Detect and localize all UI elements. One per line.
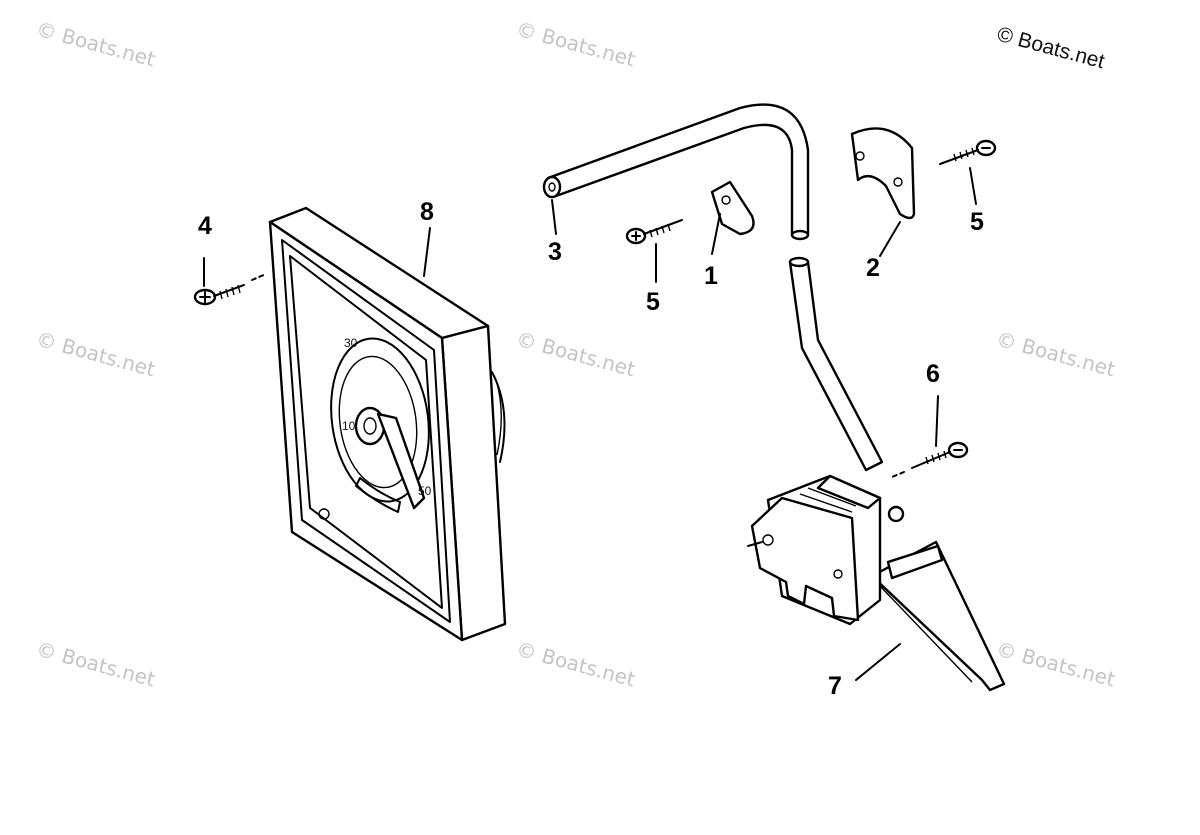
- watermark: © Boats.net: [34, 17, 158, 72]
- leader-8: [423, 227, 431, 277]
- watermark: © Boats.net: [514, 637, 638, 692]
- sender-unit-part-7: [747, 474, 1006, 692]
- callout-1: 1: [704, 262, 718, 290]
- bracket-part-2: [850, 127, 916, 220]
- leader-7: [855, 643, 901, 681]
- callout-3: 3: [548, 238, 562, 266]
- hose-part-3: [542, 103, 810, 241]
- leader-1: [711, 213, 721, 255]
- clip-part-1: [710, 180, 755, 236]
- screw-part-5b: [939, 139, 997, 165]
- gauge-dial: 30 10 50: [318, 336, 432, 520]
- copyright-label: © Boats.net: [995, 23, 1107, 74]
- hose-lower-part: [788, 256, 884, 472]
- screw-part-5a: [625, 219, 683, 245]
- callout-8: 8: [420, 198, 434, 226]
- watermark: © Boats.net: [514, 327, 638, 382]
- gauge-mark-30: 30: [344, 336, 358, 350]
- leader-3: [551, 199, 557, 235]
- leader-2: [879, 221, 901, 257]
- leader-lines: [203, 167, 977, 681]
- leader-6: [935, 395, 939, 447]
- callout-4: 4: [198, 212, 212, 240]
- callout-2: 2: [866, 254, 880, 282]
- leader-5b: [969, 167, 977, 205]
- watermark: © Boats.net: [514, 17, 638, 72]
- screw-part-6: [891, 441, 969, 478]
- callouts: 4 8 3 5 1 2 5 6 7: [198, 198, 984, 700]
- watermark: © Boats.net: [34, 637, 158, 692]
- callout-6: 6: [926, 360, 940, 388]
- callout-5: 5: [970, 208, 984, 236]
- watermark: © Boats.net: [994, 637, 1118, 692]
- watermark: © Boats.net: [34, 327, 158, 382]
- gauge-mark-10: 10: [342, 419, 356, 433]
- watermark: © Boats.net: [994, 327, 1118, 382]
- callout-5: 5: [646, 288, 660, 316]
- callout-7: 7: [828, 672, 842, 700]
- gauge-housing-part: 30 10 50: [268, 206, 507, 642]
- screw-part-4: [193, 273, 267, 306]
- gauge-mark-50: 50: [418, 484, 432, 498]
